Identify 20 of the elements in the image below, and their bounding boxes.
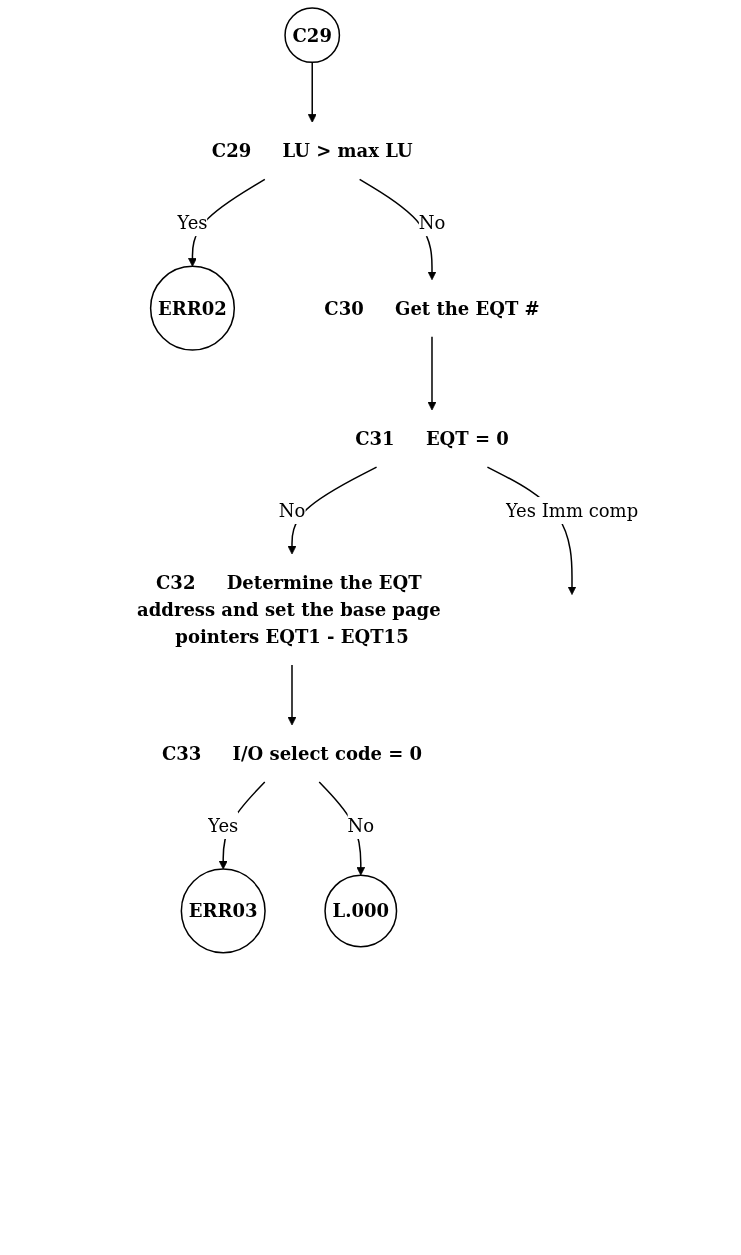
node-circle: C29 <box>284 7 341 64</box>
edge-label: Yes Imm comp <box>506 500 639 522</box>
node-text: C30 Get the EQT # <box>324 297 541 319</box>
node-text: C33 I/O select code = 0 <box>162 743 423 765</box>
node-text: C32 Determine the EQT address and set the base page pointers EQT1 - EQT15 <box>137 572 442 648</box>
node-circle: ERR03 <box>181 868 267 954</box>
node-text: C31 EQT = 0 <box>355 428 510 450</box>
edge-label: Yes <box>177 212 208 234</box>
arrow <box>308 61 317 123</box>
node-circle: ERR02 <box>150 265 236 351</box>
node-circle: L.000 <box>324 874 398 948</box>
arrow <box>288 466 378 555</box>
arrow <box>428 335 437 411</box>
edge-label: No <box>279 500 306 522</box>
edge-label: No <box>419 212 446 234</box>
edge-label: No <box>347 815 375 837</box>
arrow <box>359 178 437 281</box>
edge-label: Yes <box>208 815 239 837</box>
arrow <box>288 664 297 726</box>
node-text: C29 LU > max LU <box>212 140 414 162</box>
